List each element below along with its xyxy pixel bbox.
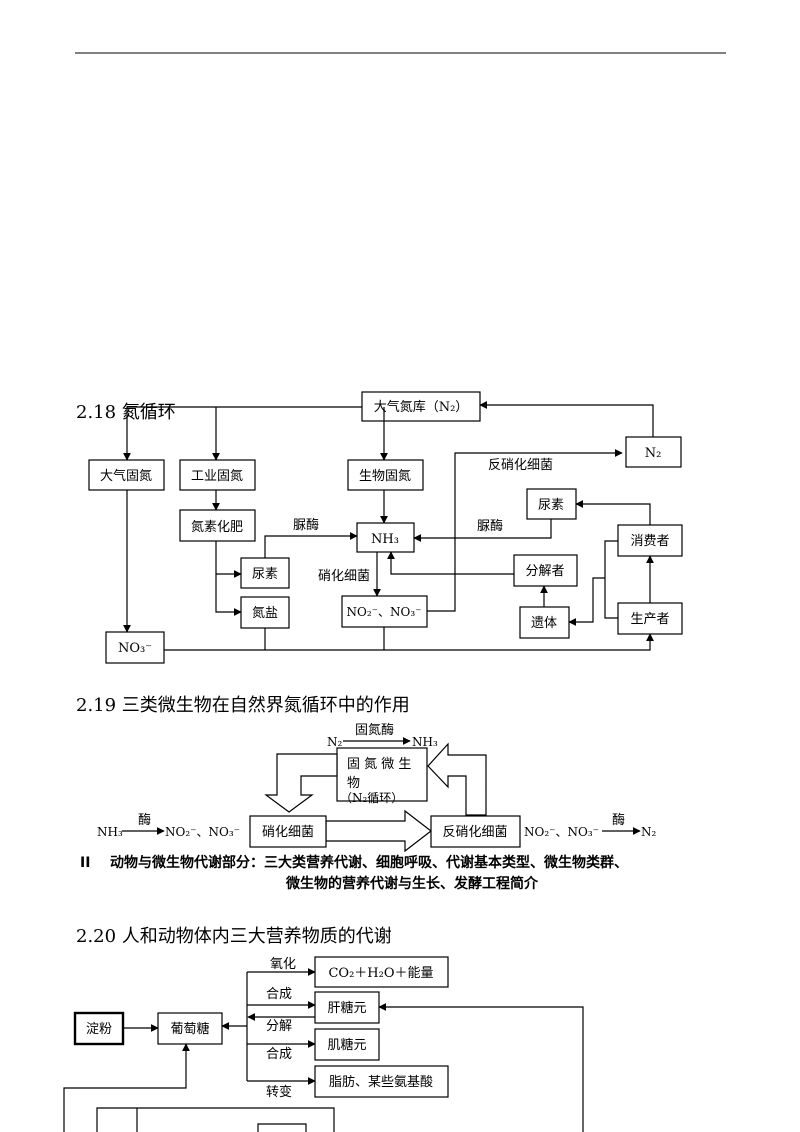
- svg-text:分解者: 分解者: [525, 564, 564, 579]
- arrow-no3-to-producer: [164, 633, 654, 651]
- box-fertilizer: 氮素化肥: [179, 509, 256, 542]
- box-nh3: NH₃: [356, 522, 415, 553]
- arrow-fert-to-salt: [215, 574, 242, 616]
- heading-2-20: 2.20 人和动物体内三大营养物质的代谢: [76, 926, 392, 947]
- section-marker: II: [80, 855, 90, 871]
- svg-text:NO₂⁻、NO₃⁻: NO₂⁻、NO₃⁻: [347, 605, 422, 619]
- box-no2-no3: NO₂⁻、NO₃⁻: [341, 595, 428, 628]
- svg-text:生物固氮: 生物固氮: [359, 469, 411, 484]
- box-starch: 淀粉: [73, 1011, 125, 1046]
- svg-text:脂肪、某些氨基酸: 脂肪、某些氨基酸: [329, 1074, 433, 1090]
- box-producer: 生产者: [617, 602, 683, 635]
- svg-text:肝糖元: 肝糖元: [327, 1000, 366, 1016]
- label-convert: 转变: [266, 1084, 292, 1100]
- label-oxidize: 氧化: [270, 957, 296, 972]
- label-decomp: 分解: [266, 1019, 292, 1034]
- box-liver-glycogen: 肝糖元: [314, 991, 380, 1024]
- svg-text:物: 物: [347, 776, 360, 791]
- hollow-arrow-denitrifying-to-fix: [427, 742, 487, 816]
- eq-left-nh3: NH₃: [97, 825, 123, 839]
- arrow-urea-to-nh3: [264, 532, 358, 558]
- svg-text:氮盐: 氮盐: [252, 606, 278, 621]
- box-remains: 遗体: [519, 606, 570, 639]
- svg-text:固 氮 微 生: 固 氮 微 生: [347, 757, 411, 772]
- eq-left-enzyme: 酶: [138, 812, 151, 828]
- svg-text:N₂: N₂: [645, 446, 662, 461]
- box-urea-right: 尿素: [526, 488, 577, 520]
- conn-lower-left: [96, 1107, 335, 1132]
- box-nitrifying-bacteria: 硝化细菌: [249, 815, 327, 848]
- box-atm-n2: 大气氮库（N₂）: [361, 391, 481, 422]
- svg-text:淀粉: 淀粉: [86, 1022, 112, 1037]
- svg-text:尿素: 尿素: [252, 567, 278, 582]
- box-denitrifying-bacteria: 反硝化细菌: [430, 815, 521, 848]
- svg-text:CO₂＋H₂O＋能量: CO₂＋H₂O＋能量: [328, 966, 433, 981]
- box-nitrogen-fixing-microbes: 固 氮 微 生 物 （N₂循环）: [336, 747, 428, 805]
- arrow-n2-to-atm: [479, 401, 654, 437]
- heading-2-18: 2.18 氮循环: [76, 402, 176, 423]
- svg-text:反硝化细菌: 反硝化细菌: [442, 825, 507, 840]
- svg-text:硝化细菌: 硝化细菌: [262, 825, 314, 840]
- box-urea-left: 尿素: [240, 557, 290, 589]
- box-fat-amino-acids: 脂肪、某些氨基酸: [314, 1065, 449, 1098]
- hollow-arrow-nitrifying-to-denitrifying: [325, 809, 432, 853]
- box-atm-fix: 大气固氮: [88, 459, 165, 491]
- arrow-urea-right-to-nh3: [413, 519, 552, 542]
- svg-text:NO₃⁻: NO₃⁻: [118, 641, 152, 656]
- section-title-line1: 动物与微生物代谢部分：三大类营养代谢、细胞呼吸、代谢基本类型、微生物类群、: [110, 854, 628, 871]
- box-glucose: 葡萄糖: [157, 1012, 223, 1045]
- eq-right-n2: N₂: [641, 825, 657, 839]
- svg-text:遗体: 遗体: [531, 616, 557, 631]
- label-synth2: 合成: [266, 1047, 292, 1062]
- box-consumer: 消费者: [617, 524, 683, 557]
- arrow-consumer-to-urea: [575, 500, 651, 525]
- box-partial-bottom: [257, 1123, 307, 1132]
- eq-top-enzyme: 固氮酶: [355, 722, 394, 738]
- label-urease-left: 脲酶: [293, 517, 319, 533]
- svg-text:尿素: 尿素: [538, 498, 564, 513]
- section-title-line2: 微生物的营养代谢与生长、发酵工程简介: [285, 875, 539, 892]
- arrow-denitrification: [427, 449, 623, 612]
- svg-text:（N₂循环）: （N₂循环）: [340, 791, 403, 805]
- arrow-decomposer-to-nh3: [387, 551, 514, 575]
- svg-text:消费者: 消费者: [630, 534, 669, 549]
- svg-text:大气氮库（N₂）: 大气氮库（N₂）: [374, 399, 469, 415]
- box-ind-fix: 工业固氮: [179, 459, 256, 491]
- box-muscle-glycogen: 肌糖元: [314, 1028, 380, 1061]
- eq-top-nh3: NH₃: [412, 735, 438, 749]
- box-n2: N₂: [625, 436, 682, 468]
- arrow-up-to-glucose: [63, 1043, 190, 1132]
- heading-2-19: 2.19 三类微生物在自然界氮循环中的作用: [76, 695, 410, 716]
- box-nitrate-salt: 氮盐: [240, 596, 290, 629]
- label-urease-right: 脲酶: [477, 518, 503, 534]
- box-decomposer: 分解者: [513, 554, 578, 587]
- eq-right-enzyme: 酶: [612, 812, 625, 828]
- conn-organisms-to-remains: [569, 540, 618, 622]
- box-no3: NO₃⁻: [105, 631, 165, 664]
- svg-text:氮素化肥: 氮素化肥: [191, 520, 243, 535]
- svg-text:生产者: 生产者: [630, 612, 669, 627]
- eq-top-n2: N₂: [327, 735, 343, 749]
- eq-right-source: NO₂⁻、NO₃⁻: [524, 825, 599, 839]
- box-bio-fix: 生物固氮: [347, 459, 424, 491]
- svg-text:葡萄糖: 葡萄糖: [170, 1021, 209, 1037]
- label-synth1: 合成: [266, 987, 292, 1002]
- svg-text:大气固氮: 大气固氮: [100, 468, 152, 484]
- conn-atm-to-fixers: [123, 406, 362, 461]
- svg-text:工业固氮: 工业固氮: [191, 469, 243, 484]
- svg-text:肌糖元: 肌糖元: [327, 1037, 366, 1053]
- label-denitrifying: 反硝化细菌: [488, 458, 553, 473]
- label-nitrifying: 硝化细菌: [318, 569, 370, 584]
- arrow-return-to-liver: [378, 1003, 584, 1132]
- arrow-fert-to-urea: [215, 541, 242, 578]
- hollow-arrow-fix-to-nitrifying: [264, 753, 338, 813]
- box-co2-h2o-energy: CO₂＋H₂O＋能量: [314, 956, 449, 988]
- eq-left-products: NO₂⁻、NO₃⁻: [165, 825, 240, 839]
- svg-text:NH₃: NH₃: [371, 532, 399, 547]
